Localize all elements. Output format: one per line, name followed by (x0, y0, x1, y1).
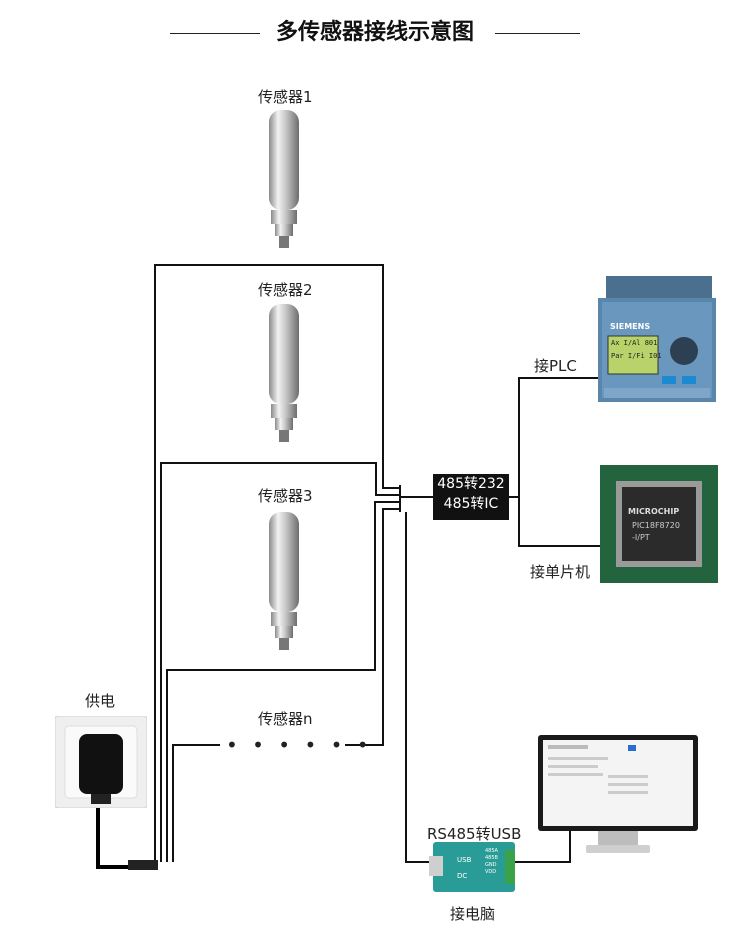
mcu-label: 接单片机 (530, 563, 591, 581)
power-socket-icon (55, 716, 147, 808)
usb-text: USB (457, 856, 472, 864)
plc-icon (598, 276, 716, 402)
plc-lcd-line2: Par I/Fi I01 (611, 352, 662, 360)
computer-label: 接电脑 (450, 905, 496, 923)
plc-brand: SIEMENS (610, 322, 651, 331)
power-label: 供电 (85, 692, 116, 710)
sensor-1-probe-icon (269, 110, 299, 248)
wire-sensor2 (160, 462, 400, 862)
usb-converter-label: RS485转USB (427, 825, 522, 843)
wire-sensor1 (154, 264, 400, 862)
plc-device: SIEMENS Ax I/Al 801 Par I/Fi I01 (598, 276, 716, 406)
converter-box: 485转232 485转IC (433, 474, 509, 520)
diagram-title: 多传感器接线示意图 (275, 20, 474, 45)
sensor-2-label: 传感器2 (258, 281, 313, 299)
power-plug (128, 860, 158, 870)
power-cable (96, 806, 155, 869)
mcu-chip-line1: PIC18F8720 (632, 521, 680, 530)
wire-to-mcu (518, 497, 600, 547)
mcu-board: MICROCHIP PIC18F8720 -I/PT (600, 465, 718, 583)
sensor-3-label: 传感器3 (258, 487, 313, 505)
more-sensors-dots: • • • • • • (226, 733, 373, 757)
sensor-n-label: 传感器n (258, 710, 313, 728)
wire-to-computer (515, 830, 571, 863)
mcu-chip-line2: -I/PT (632, 533, 650, 542)
sensor-1-label: 传感器1 (258, 88, 313, 106)
wire-sensor3 (166, 501, 400, 862)
title-rule-left (170, 33, 260, 34)
terminal-block (505, 850, 515, 884)
sensor-2-probe-icon (269, 304, 299, 442)
plc-label: 接PLC (534, 357, 577, 375)
pin-labels: 485A 485B GND VDD (485, 848, 498, 875)
title-rule-right (495, 33, 580, 34)
mcu-chip-icon (600, 465, 718, 583)
usb-port (429, 856, 443, 876)
wire-sensor-n-right (345, 508, 400, 746)
usb-converter-board: USB DC 485A 485B GND VDD (429, 842, 515, 892)
converter-line-1: 485转232 (437, 476, 505, 492)
dc-text: DC (457, 872, 468, 880)
wire-to-plc (509, 377, 600, 498)
wire-sensor-n (172, 744, 220, 862)
plc-lcd-line1: Ax I/Al 801 (611, 339, 658, 347)
wire-to-usb (405, 512, 433, 863)
mcu-chip-brand: MICROCHIP (628, 507, 680, 516)
converter-line-2: 485转IC (443, 496, 499, 512)
computer-monitor-icon (538, 735, 698, 853)
sensor-3-probe-icon (269, 512, 299, 650)
